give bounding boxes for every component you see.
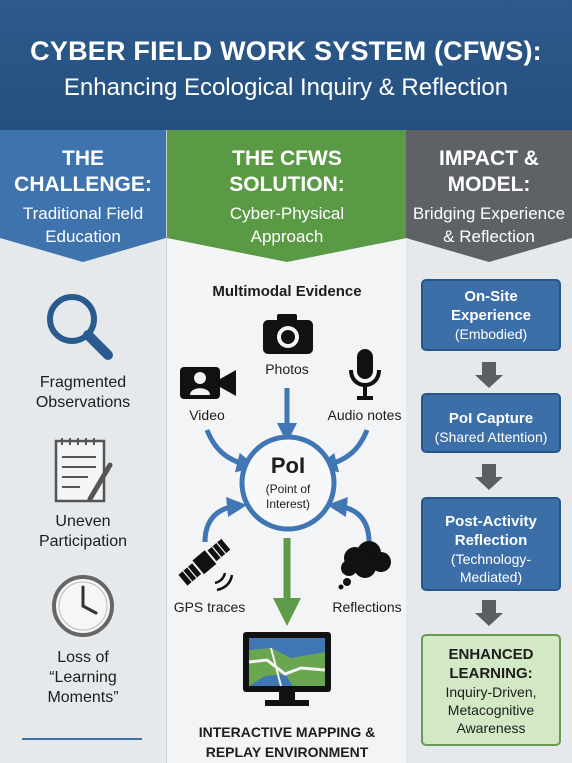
challenge-column: THE CHALLENGE: Traditional Field Educati… [0,130,166,763]
reflections-label: Reflections [332,599,402,615]
impact-banner: IMPACT & MODEL: Bridging Experience & Re… [406,130,572,265]
solution-heading: THE CFWS SOLUTION: [229,147,345,196]
challenge-label-3: Loss of “Learning Moments” [47,649,119,706]
solution-banner-shape [167,130,407,262]
video-label: Video [189,407,225,423]
solution-subheading: Cyber-Physical Approach [229,204,345,246]
satellite-icon [178,538,234,592]
solution-banner: THE CFWS SOLUTION: Cyber-Physical Approa… [167,130,407,265]
impact-column: IMPACT & MODEL: Bridging Experience & Re… [406,130,572,763]
step-post-activity-reflection: Post-Activity Reflection (Technology- Me… [445,513,537,585]
thought-cloud-icon [338,541,391,590]
clock-icon [52,575,114,637]
challenge-subheading: Traditional Field Education [22,204,144,246]
challenge-label-1: Fragmented Observations [35,374,131,411]
challenge-divider [22,738,142,740]
poi-full: (Point of Interest) [265,482,311,511]
impact-subheading: Bridging Experience & Reflection [412,204,566,246]
evidence-title: Multimodal Evidence [212,283,362,300]
poi-circle [239,434,337,532]
audio-label: Audio notes [327,407,402,423]
outcome-enhanced-learning: ENHANCED LEARNING: Inquiry-Driven, Metac… [445,646,537,736]
header-banner: CYBER FIELD WORK SYSTEM (CFWS): Enhancin… [0,0,572,130]
challenge-banner: THE CHALLENGE: Traditional Field Educati… [0,130,166,265]
photos-label: Photos [265,361,309,377]
gps-label: GPS traces [173,599,246,615]
output-label: INTERACTIVE MAPPING & REPLAY ENVIRONMENT [198,724,376,760]
camera-icon [263,314,313,354]
impact-banner-shape [406,130,572,262]
challenge-heading: THE CHALLENGE: [14,147,152,196]
impact-heading: IMPACT & MODEL: [439,147,539,196]
challenge-label-2: Uneven Participation [38,513,128,550]
step-onsite-experience: On-Site Experience (Embodied) [450,288,532,342]
video-camera-icon [180,367,236,399]
challenge-banner-shape [0,130,166,262]
page-title: CYBER FIELD WORK SYSTEM (CFWS): [30,36,542,66]
page-subtitle: Enhancing Ecological Inquiry & Reflectio… [63,74,509,101]
solution-column: THE CFWS SOLUTION: Cyber-Physical Approa… [166,130,408,763]
impact-boxes [421,279,561,746]
notepad-icon [54,438,113,503]
poi-abbr: PoI [270,453,306,478]
magnifier-icon [47,294,113,360]
step-poi-capture: PoI Capture (Shared Attention) [434,410,548,445]
monitor-map-icon [243,632,331,706]
microphone-icon [349,349,381,400]
